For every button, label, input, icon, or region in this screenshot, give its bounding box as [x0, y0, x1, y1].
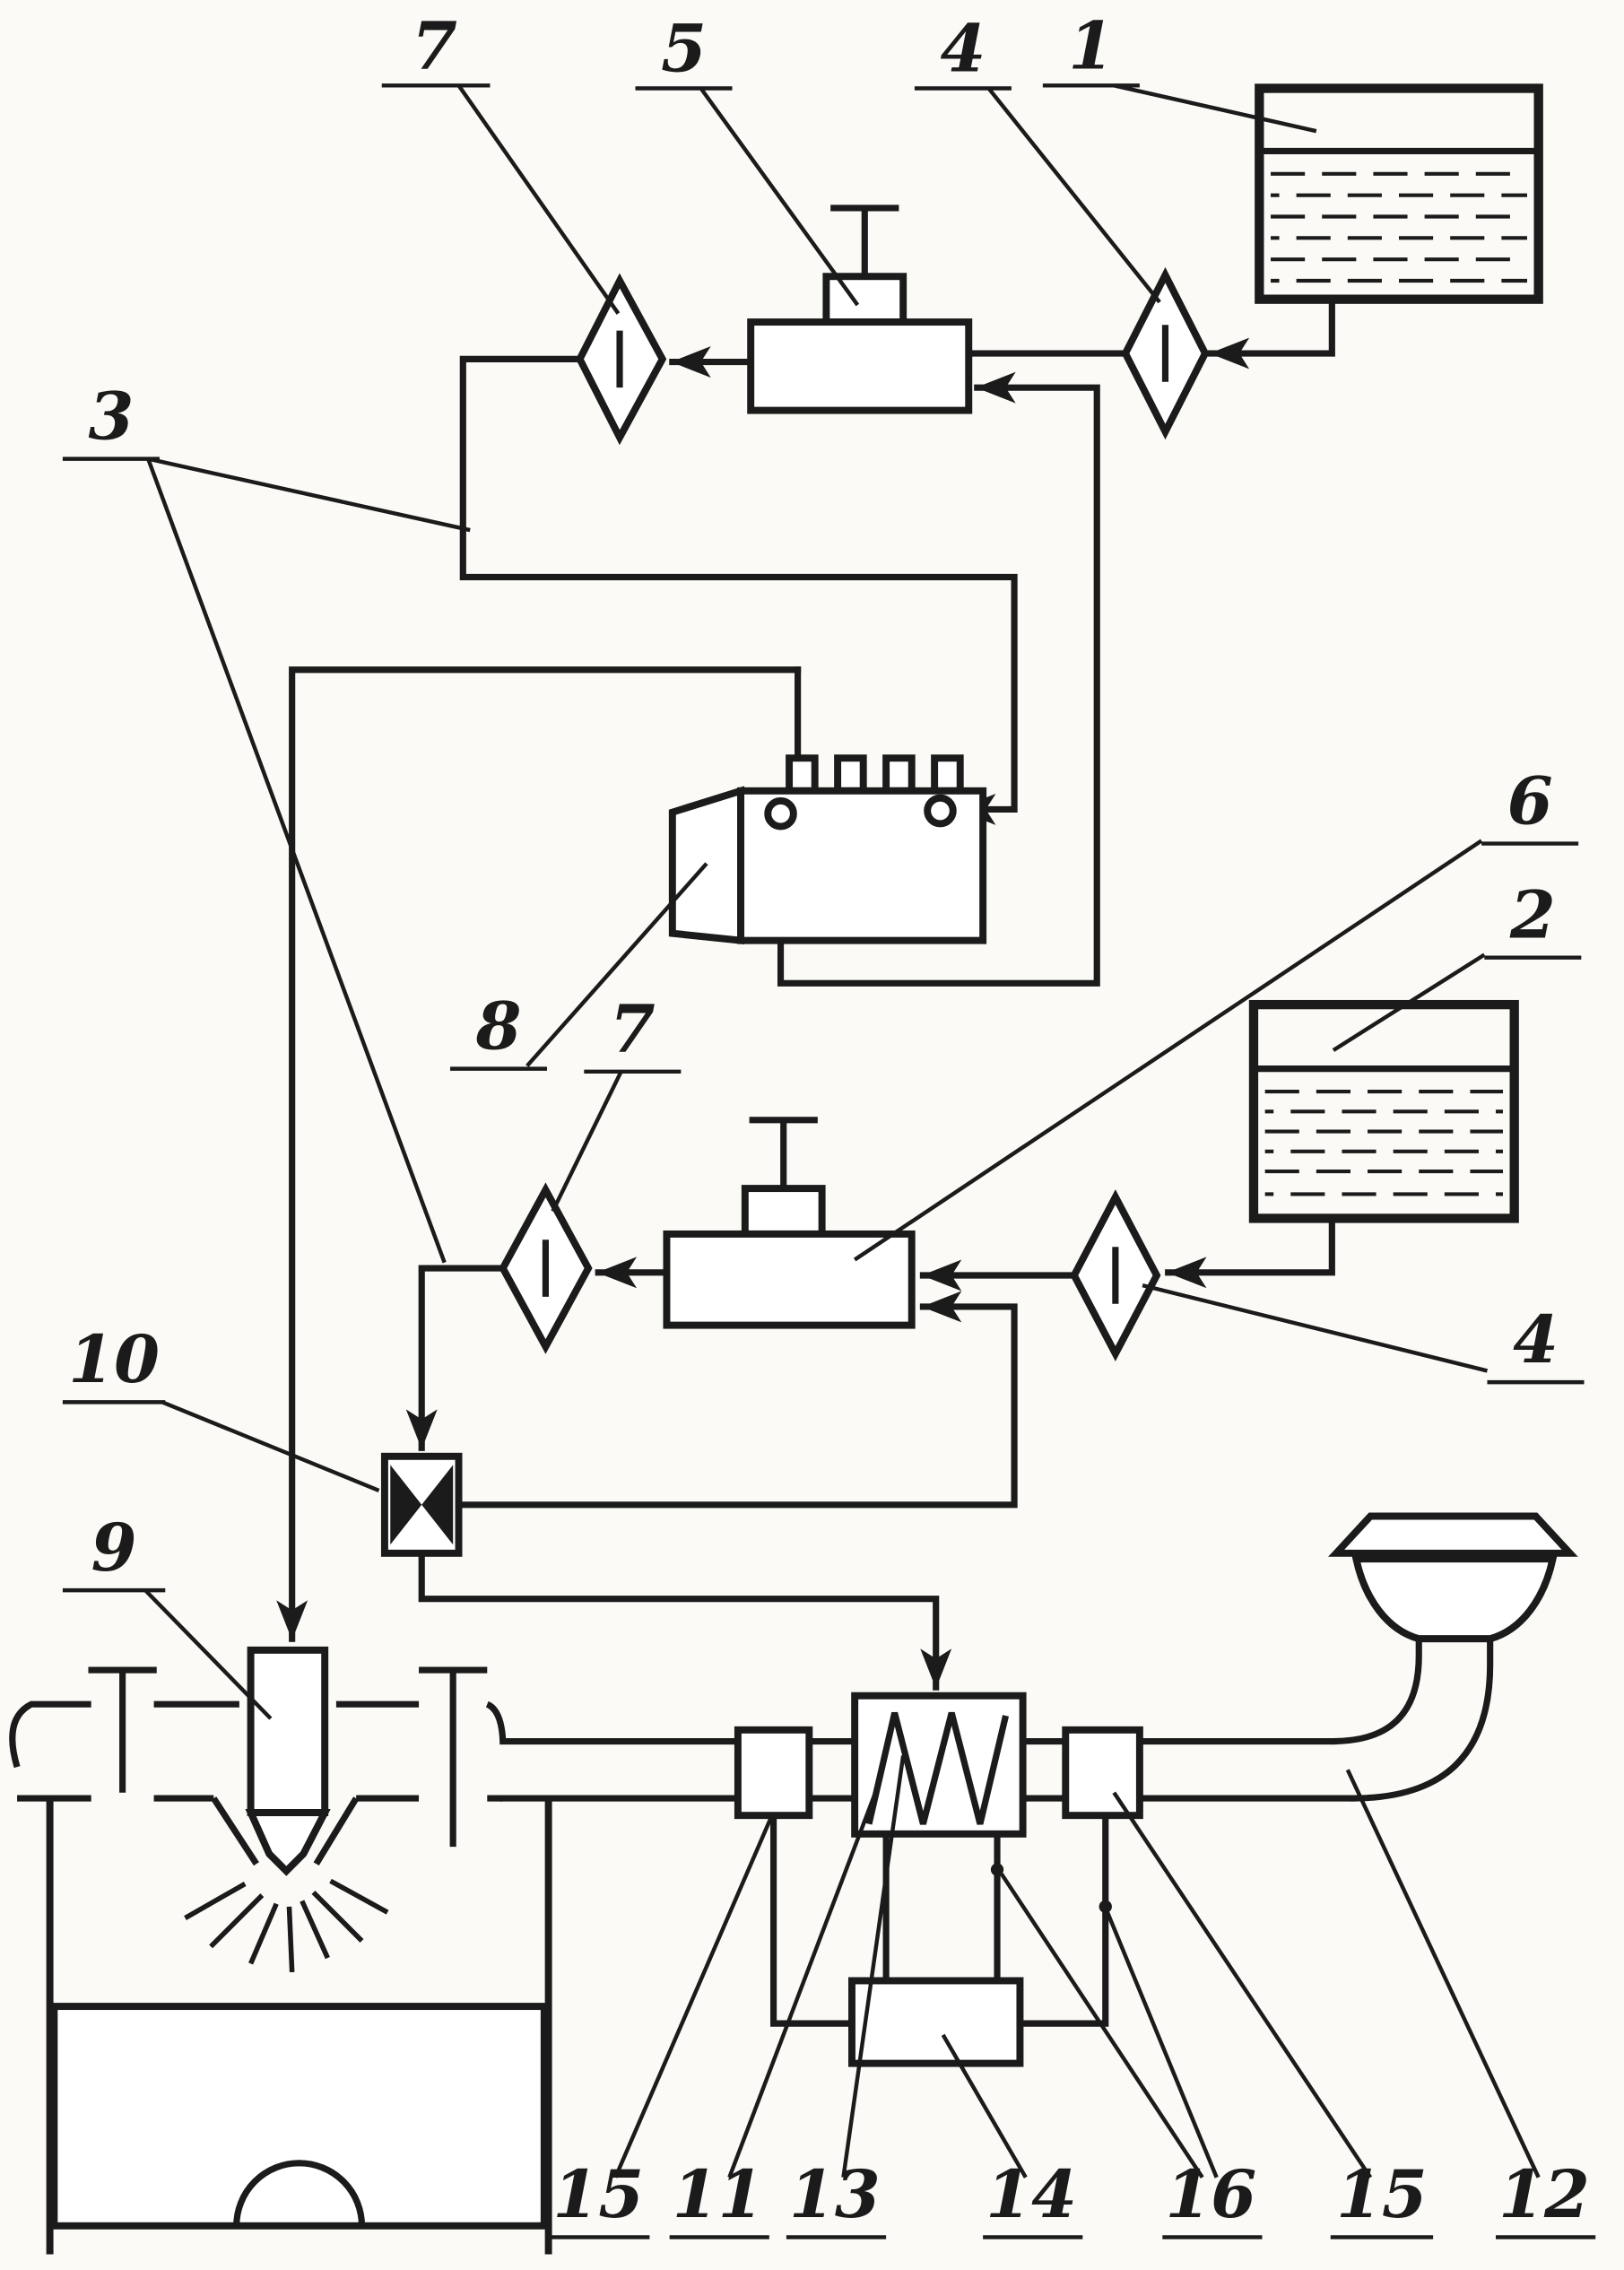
ref-label-3: 3	[62, 378, 471, 1264]
ref-label-16: 16	[999, 1873, 1263, 2240]
pump-unit-8	[668, 754, 987, 945]
ref-text: 5	[661, 10, 707, 87]
ref-label-2: 2	[1332, 876, 1582, 1052]
ref-label-10: 10	[62, 1321, 380, 1492]
ref-text: 6	[1507, 762, 1553, 839]
check-valve-icon-7-mid	[499, 1182, 593, 1354]
ref-label-12: 12	[1345, 1769, 1596, 2240]
ref-label-7-mid: 7	[551, 991, 682, 1213]
fuel-tank-1	[1255, 83, 1543, 304]
sensor-box-15-left	[734, 1726, 813, 1820]
ref-text: 14	[986, 2156, 1077, 2233]
ref-text: 11	[673, 2156, 764, 2233]
ref-label-9: 9	[62, 1509, 273, 1720]
ref-text: 2	[1509, 876, 1556, 953]
ref-label-4-mid: 4	[1142, 1283, 1585, 1385]
heat-exchanger-11	[851, 1692, 1027, 1838]
ref-text: 15	[1336, 2156, 1428, 2233]
ref-label-11: 11	[669, 1786, 880, 2240]
ref-text: 9	[91, 1509, 137, 1587]
sensor-box-15-right	[1062, 1726, 1143, 1820]
ref-text: 15	[552, 2156, 644, 2233]
ref-text: 12	[1498, 2156, 1590, 2233]
ref-label-8: 8	[449, 862, 708, 1071]
connector-lines-16	[770, 1812, 1112, 2027]
ref-text: 8	[475, 987, 522, 1065]
check-valve-icon-7-top	[576, 273, 667, 446]
control-box-14	[848, 1977, 1024, 2067]
engine-cylinder	[9, 1666, 552, 2255]
fuel-tank-2	[1248, 999, 1519, 1223]
ref-text: 7	[412, 7, 457, 84]
fuel-spray	[184, 1878, 389, 1973]
ref-text: 10	[68, 1321, 160, 1398]
injector-9	[245, 1646, 331, 1876]
ref-label-5: 5	[635, 10, 860, 307]
ref-text: 7	[610, 991, 656, 1068]
intake-pipe-12	[499, 1635, 1494, 1802]
ref-text: 1	[1068, 7, 1114, 84]
ref-text: 4	[940, 10, 986, 87]
ref-label-1: 1	[1042, 7, 1317, 134]
check-valve-icon-4-mid	[1070, 1189, 1161, 1361]
ref-text: 3	[88, 378, 134, 455]
ref-label-6: 6	[853, 762, 1579, 1262]
solenoid-valve-10	[380, 1452, 463, 1557]
fuel-lines	[276, 296, 1335, 1691]
ref-label-14: 14	[941, 2033, 1083, 2240]
ref-label-15-right: 15	[1112, 1791, 1434, 2240]
ref-text: 16	[1165, 2156, 1256, 2233]
ref-text: 13	[789, 2156, 881, 2233]
check-valve-icon-4-top	[1121, 266, 1210, 440]
ref-label-13: 13	[786, 1755, 906, 2240]
ref-text: 4	[1513, 1301, 1559, 1379]
ref-label-7-top: 7	[381, 7, 621, 315]
pressure-regulator-5	[747, 204, 973, 414]
ref-label-15-left: 15	[547, 1817, 773, 2240]
ref-label-4-top: 4	[914, 10, 1161, 304]
air-intake-horn	[1328, 1512, 1578, 1643]
pressure-regulator-6	[663, 1117, 916, 1329]
